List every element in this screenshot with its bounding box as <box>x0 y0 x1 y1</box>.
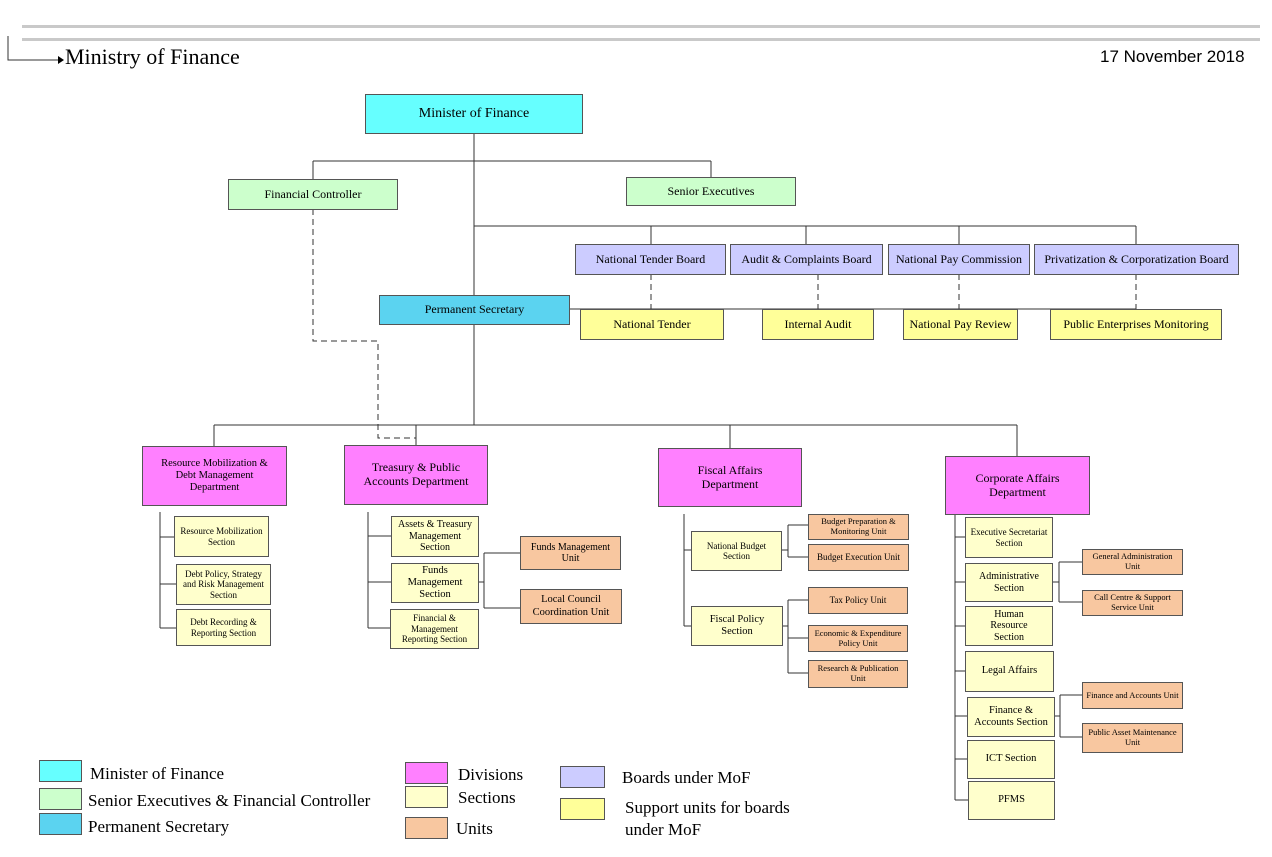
legend-label-permanent-secretary: Permanent Secretary <box>88 817 230 836</box>
page-title: Ministry of Finance <box>65 44 240 69</box>
header-rule-bottom <box>22 38 1260 41</box>
legend-swatch-units <box>405 817 448 839</box>
legend-label-minister: Minister of Finance <box>90 764 225 783</box>
support-national-pay-review: National Pay Review <box>903 309 1018 340</box>
legend-label-sections: Sections <box>458 788 516 807</box>
board-privatization: Privatization & Corporatization Board <box>1034 244 1239 275</box>
legend-label-boards: Boards under MoF <box>622 768 751 787</box>
division-corporate-affairs: Corporate Affairs Department <box>945 456 1090 515</box>
support-national-tender: National Tender <box>580 309 724 340</box>
unit-general-administration: General Administration Unit <box>1082 549 1183 575</box>
section-financial-management-reporting: Financial & Management Reporting Section <box>390 609 479 649</box>
legend-label-units: Units <box>456 819 493 838</box>
page-date: 17 November 2018 <box>1100 47 1245 66</box>
section-national-budget: National Budget Section <box>691 531 782 571</box>
board-national-tender: National Tender Board <box>575 244 726 275</box>
unit-budget-preparation: Budget Preparation & Monitoring Unit <box>808 514 909 540</box>
support-internal-audit: Internal Audit <box>762 309 874 340</box>
legend-swatch-minister <box>39 760 82 782</box>
minister-box: Minister of Finance <box>365 94 583 134</box>
legend-swatch-sections <box>405 786 448 808</box>
senior-executives-box: Senior Executives <box>626 177 796 206</box>
section-executive-secretariat: Executive Secretariat Section <box>965 517 1053 558</box>
board-national-pay-commission: National Pay Commission <box>888 244 1030 275</box>
header-arrow <box>7 36 58 61</box>
legend-swatch-senior <box>39 788 82 810</box>
section-debt-recording: Debt Recording & Reporting Section <box>176 609 271 646</box>
section-fiscal-policy: Fiscal Policy Section <box>691 606 783 646</box>
section-assets-treasury: Assets & Treasury Management Section <box>391 516 479 557</box>
legend-swatch-boards <box>560 766 605 788</box>
legend-swatch-support-units <box>560 798 605 820</box>
section-human-resource: Human Resource Section <box>965 606 1053 646</box>
header-rule-top <box>22 25 1260 28</box>
section-pfms: PFMS <box>968 781 1055 820</box>
section-ict: ICT Section <box>967 740 1055 779</box>
header-arrowhead <box>58 56 64 64</box>
unit-research-publication: Research & Publication Unit <box>808 660 908 688</box>
legend-swatch-permanent-secretary <box>39 813 82 835</box>
financial-controller-box: Financial Controller <box>228 179 398 210</box>
division-treasury: Treasury & Public Accounts Department <box>344 445 488 505</box>
unit-tax-policy: Tax Policy Unit <box>808 587 908 614</box>
board-audit-complaints: Audit & Complaints Board <box>730 244 883 275</box>
section-legal-affairs: Legal Affairs <box>965 651 1054 692</box>
section-debt-policy: Debt Policy, Strategy and Risk Managemen… <box>176 564 271 605</box>
division-fiscal-affairs: Fiscal Affairs Department <box>658 448 802 507</box>
section-funds-management: Funds Management Section <box>391 563 479 603</box>
permanent-secretary-box: Permanent Secretary <box>379 295 570 325</box>
section-finance-accounts: Finance & Accounts Section <box>967 697 1055 737</box>
unit-call-centre-support: Call Centre & Support Service Unit <box>1082 590 1183 616</box>
unit-finance-accounts: Finance and Accounts Unit <box>1082 682 1183 709</box>
legend-label-support-units: Support units for boards under MoF <box>625 798 790 840</box>
unit-economic-expenditure-policy: Economic & Expenditure Policy Unit <box>808 625 908 652</box>
unit-local-council-coordination: Local Council Coordination Unit <box>520 589 622 624</box>
support-public-enterprises-monitoring: Public Enterprises Monitoring <box>1050 309 1222 340</box>
section-administrative: Administrative Section <box>965 563 1053 602</box>
division-resource-mobilization: Resource Mobilization & Debt Management … <box>142 446 287 506</box>
unit-public-asset-maintenance: Public Asset Maintenance Unit <box>1082 723 1183 753</box>
unit-funds-management: Funds Management Unit <box>520 536 621 570</box>
legend-label-senior: Senior Executives & Financial Controller <box>88 791 371 810</box>
legend-swatch-divisions <box>405 762 448 784</box>
legend-label-divisions: Divisions <box>458 765 524 784</box>
section-resource-mobilization: Resource Mobilization Section <box>174 516 269 557</box>
unit-budget-execution: Budget Execution Unit <box>808 544 909 571</box>
